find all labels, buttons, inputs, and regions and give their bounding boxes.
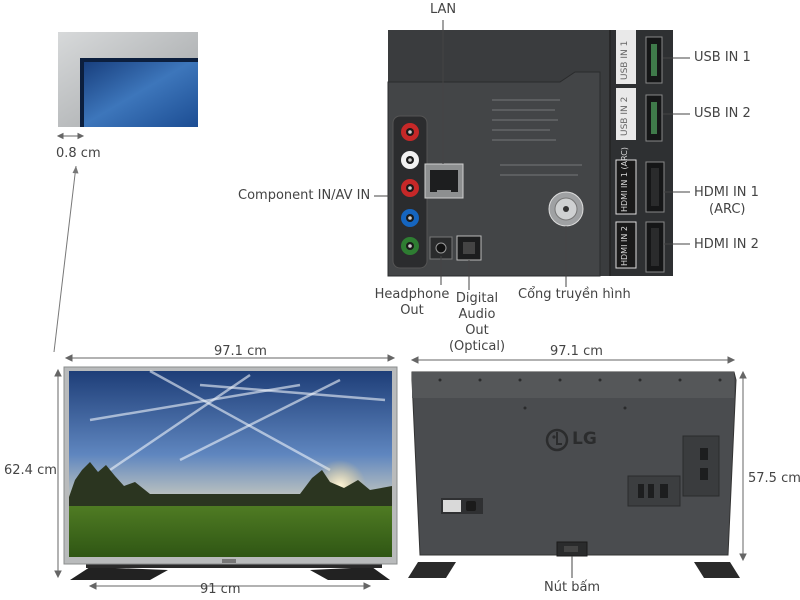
usb-ports xyxy=(645,36,663,142)
bezel-leader-line xyxy=(53,165,79,353)
bezel-zoom-image xyxy=(58,32,198,127)
lg-logo xyxy=(545,428,569,452)
label-usb-in-2: USB IN 2 xyxy=(694,106,751,121)
dimension-stand-width: 91 cm xyxy=(200,582,241,597)
label-hdmi-in-2: HDMI IN 2 xyxy=(694,237,759,252)
back-height-arrow xyxy=(739,370,747,562)
connector-panel-image xyxy=(387,30,673,277)
dimension-back-height: 57.5 cm xyxy=(748,471,800,486)
optical-port xyxy=(456,235,482,261)
back-tv-image xyxy=(408,371,740,578)
label-headphone-out: Headphone Out xyxy=(372,287,452,319)
panel-tag-usb1: USB IN 1 xyxy=(620,40,630,80)
panel-tag-usb2: USB IN 2 xyxy=(620,96,630,136)
label-digital-line1: Digital xyxy=(455,291,499,306)
front-height-arrow xyxy=(54,368,62,579)
dimension-front-height: 62.4 cm xyxy=(4,463,57,478)
dimension-front-width: 97.1 cm xyxy=(214,344,267,359)
front-tv-image xyxy=(63,366,398,580)
dimension-back-width: 97.1 cm xyxy=(550,344,603,359)
antenna-port xyxy=(548,191,584,227)
rca-jacks xyxy=(401,123,419,255)
callout-lines xyxy=(374,20,690,290)
label-button: Nút bấm xyxy=(544,580,601,595)
sticker-text xyxy=(492,99,582,176)
label-digital-audio-out: Digital Audio Out (Optical) xyxy=(444,291,510,355)
hdmi-ports xyxy=(645,161,665,273)
label-digital-line3: Out xyxy=(465,323,489,338)
label-component-av-in: Component IN/AV IN xyxy=(238,188,371,203)
panel-tag-hdmi1: HDMI IN 1 (ARC) xyxy=(620,147,629,212)
label-digital-line2: Audio xyxy=(458,307,496,322)
label-headphone-line1: Headphone xyxy=(374,287,450,302)
label-usb-in-1: USB IN 1 xyxy=(694,50,751,65)
dimension-bezel: 0.8 cm xyxy=(56,146,101,161)
panel-tag-hdmi2: HDMI IN 2 xyxy=(620,226,629,266)
headphone-port xyxy=(429,236,453,260)
label-digital-line4: (Optical) xyxy=(448,339,506,354)
label-antenna: Cổng truyền hình xyxy=(518,287,631,302)
brand-logo-text: LG xyxy=(572,429,597,449)
bezel-dimension-arrow xyxy=(56,132,85,140)
label-hdmi-in-1: HDMI IN 1 xyxy=(694,185,759,200)
front-width-arrow xyxy=(64,354,396,362)
label-hdmi-in-1-arc: (ARC) xyxy=(709,202,746,217)
stand-width-arrow xyxy=(88,582,372,590)
back-width-arrow xyxy=(410,356,736,364)
label-headphone-line2: Out xyxy=(400,303,424,318)
label-lan: LAN xyxy=(430,2,457,17)
lan-port xyxy=(424,163,464,199)
